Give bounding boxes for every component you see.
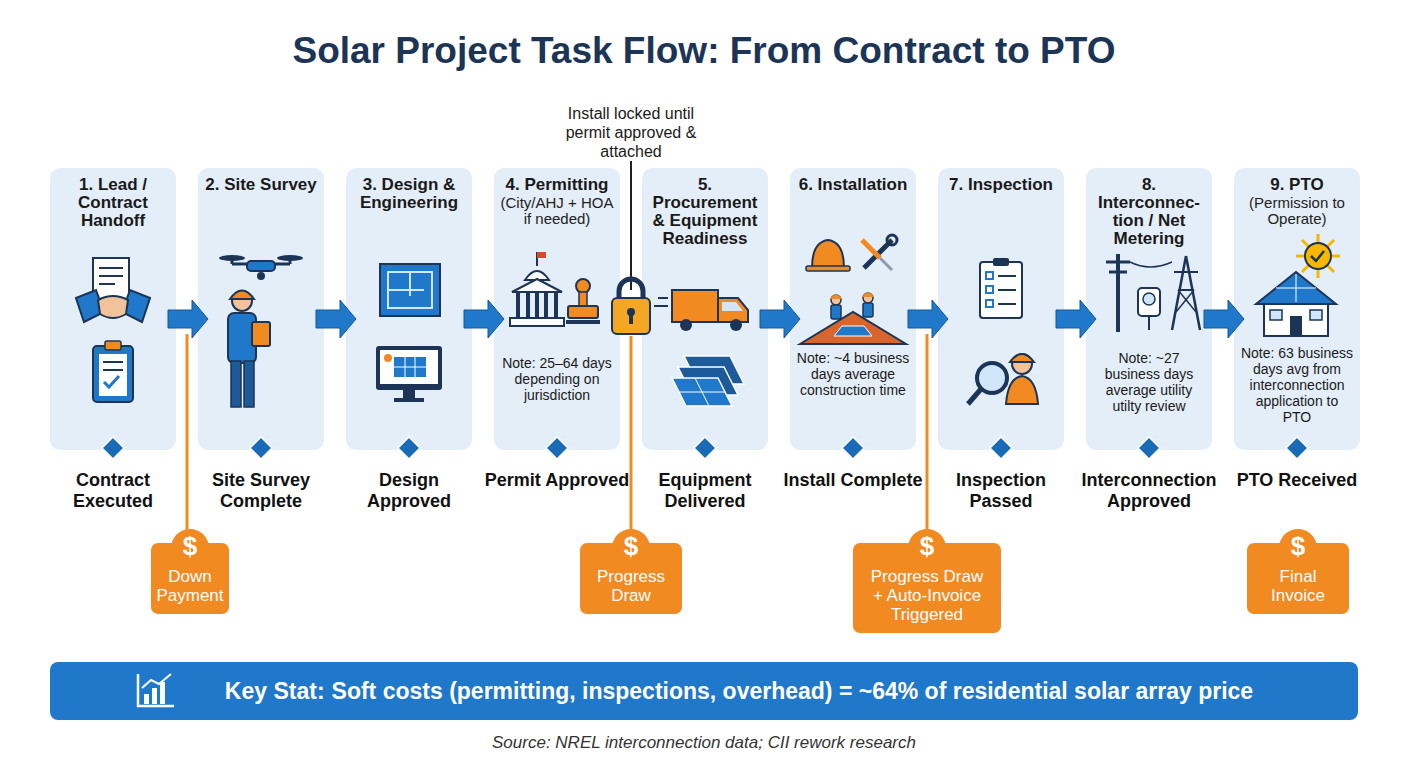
lock-icon [627, 308, 635, 316]
milestone-diamond [250, 437, 272, 459]
payment-tag: $Progress Draw + Auto-Invoice Triggered [852, 527, 1002, 634]
stage-subheading: (Permission to Operate) [1234, 194, 1360, 227]
flow-arrow [1204, 300, 1244, 338]
payment-label: Progress Draw [587, 561, 675, 615]
stage-subheading: (City/AHJ + HOA if needed) [494, 194, 620, 227]
key-stat-text: Soft costs (permitting, inspections, ove… [332, 678, 1254, 705]
milestone-diamond [546, 437, 568, 459]
stage-heading: 5. Procurement & Equipment Readiness [642, 176, 768, 248]
flow-arrow [908, 300, 948, 338]
stage-heading: 1. Lead / Contract Handoff [50, 176, 176, 230]
stage-heading: 7. Inspection [938, 176, 1064, 194]
dollar-symbol: $ [587, 527, 675, 561]
payment-tag: $Final Invoice [1246, 527, 1350, 615]
payment-tag: $Down Payment [150, 527, 230, 615]
milestone-diamond [545, 436, 569, 460]
payment-leader [926, 334, 929, 545]
stage-box: 9. PTO(Permission to Operate) Note: 63 bu… [1234, 168, 1360, 450]
stage-box: 4. Permitting(City/AHJ + HOA if needed) N… [494, 168, 620, 450]
milestone-marker: Install Complete [780, 436, 926, 491]
milestone-diamond [249, 436, 273, 460]
stage-heading: 8. Interconnec-tion / Net Metering [1086, 176, 1212, 248]
milestone-diamond [101, 436, 125, 460]
milestone-marker: PTO Received [1224, 436, 1370, 491]
milestone-diamond [990, 437, 1012, 459]
stage-heading: 4. Permitting [494, 176, 620, 194]
payment-label: Progress Draw + Auto-Invoice Triggered [864, 561, 990, 634]
flow-arrow [760, 300, 800, 338]
milestone-marker: Inspection Passed [928, 436, 1074, 512]
payment-label: Final Invoice [1256, 561, 1340, 615]
payment-leader [186, 334, 189, 545]
milestone-diamond [1137, 436, 1161, 460]
milestone-diamond [989, 436, 1013, 460]
flow-arrow [464, 300, 504, 338]
dollar-symbol: $ [152, 527, 228, 561]
stage-box: 2. Site Survey [198, 168, 324, 450]
stage-box: 7. Inspection [938, 168, 1064, 450]
milestone-diamond [694, 437, 716, 459]
lock-callout: Install locked until permit approved & a… [546, 104, 716, 161]
stage-heading: 2. Site Survey [198, 176, 324, 194]
stage-heading: 6. Installation [790, 176, 916, 194]
stage-note: Note: ~27 business days average utility … [1092, 350, 1206, 414]
key-stat-label: Key Stat: [225, 678, 325, 705]
milestone-marker: Equipment Delivered [632, 436, 778, 512]
stage-box: 1. Lead / Contract Handoff [50, 168, 176, 450]
milestone-diamond [693, 436, 717, 460]
flow-arrow [316, 300, 356, 338]
payment-label: Down Payment [152, 561, 228, 615]
milestone-diamond [1286, 437, 1308, 459]
milestone-marker: Site Survey Complete [188, 436, 334, 512]
milestone-diamond [102, 437, 124, 459]
stage-box: 6. InstallationNote: ~4 business days av… [790, 168, 916, 450]
flow-arrow [1056, 300, 1096, 338]
payment-leader [630, 336, 633, 545]
milestone-diamond [1285, 436, 1309, 460]
lock-icon [629, 314, 633, 324]
milestone-diamond [841, 436, 865, 460]
diagram-title: Solar Project Task Flow: From Contract t… [0, 30, 1408, 72]
milestone-diamond [398, 437, 420, 459]
lock-icon [619, 279, 643, 302]
flow-arrow [168, 300, 208, 338]
dollar-symbol: $ [864, 527, 990, 561]
milestone-diamond [1138, 437, 1160, 459]
stage-box: 8. Interconnec-tion / Net MeteringNote: … [1086, 168, 1212, 450]
milestone-marker: Interconnection Approved [1076, 436, 1222, 512]
source-caption: Source: NREL interconnection data; CII r… [0, 733, 1408, 753]
milestone-diamond [397, 436, 421, 460]
lock-leader [630, 160, 632, 290]
stage-note: Note: ~4 business days average construct… [796, 350, 910, 398]
milestone-marker: Contract Executed [40, 436, 186, 512]
dollar-symbol: $ [1256, 527, 1340, 561]
stage-box: 5. Procurement & Equipment Readiness [642, 168, 768, 450]
key-stat-band: Key Stat: Soft costs (permitting, inspect… [50, 662, 1358, 720]
milestone-marker: Permit Approved [484, 436, 630, 491]
milestone-diamond [842, 437, 864, 459]
stage-note: Note: 25–64 days depending on jurisdicti… [500, 355, 614, 403]
milestone-marker: Design Approved [336, 436, 482, 512]
stage-note: Note: 63 business days avg from intercon… [1240, 345, 1354, 425]
stage-heading: 9. PTO [1234, 176, 1360, 194]
stage-box: 3. Design & Engineering [346, 168, 472, 450]
lock-leader [631, 160, 632, 290]
stage-heading: 3. Design & Engineering [346, 176, 472, 212]
payment-tag: $Progress Draw [579, 527, 683, 615]
